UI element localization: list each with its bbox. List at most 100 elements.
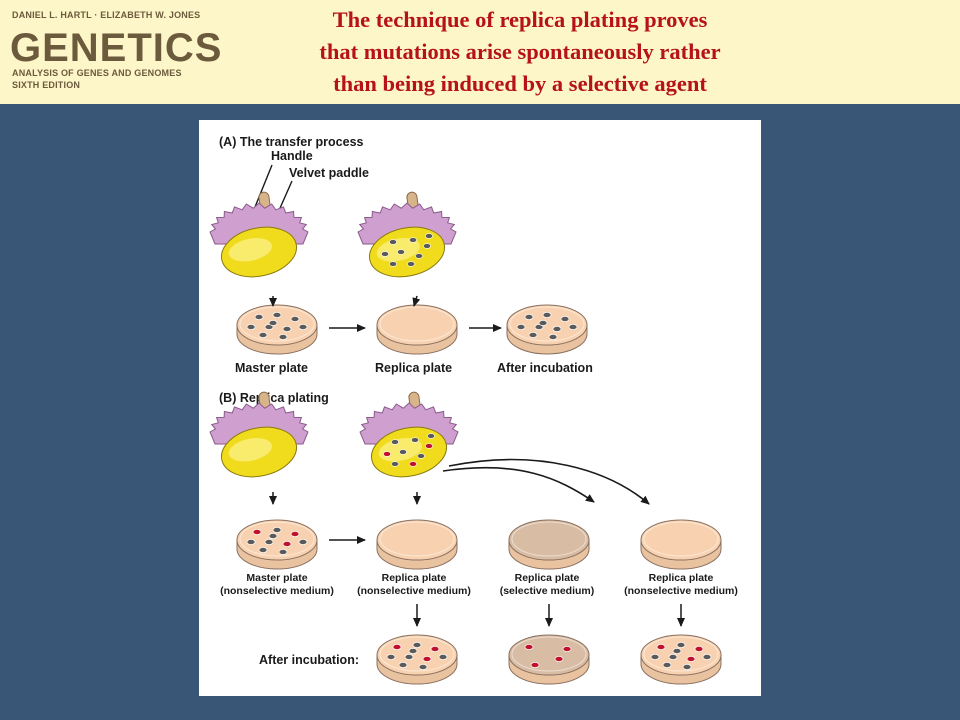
gray-colony: [264, 539, 274, 545]
plate-b1-medium: (nonselective medium): [220, 585, 334, 597]
plate-b3-title: Replica plate: [515, 572, 580, 584]
panel-b-heading: (B) Replica plating: [219, 391, 329, 405]
paddle-highlight: [228, 438, 272, 462]
plate-b1-title: Master plate: [246, 572, 307, 584]
gray-colony: [528, 332, 538, 338]
logo-book-title: GENETICS: [10, 26, 222, 70]
gray-colony: [298, 324, 308, 330]
gray-colony: [427, 433, 435, 439]
transfer-arrow-nonselective: [448, 458, 650, 505]
red-colony: [290, 531, 300, 537]
red-colony: [562, 646, 572, 652]
after-incubation-b-label: After incubation:: [259, 653, 359, 667]
gray-colony: [542, 312, 552, 318]
agar-surface: [508, 519, 590, 561]
gray-colony: [391, 461, 399, 467]
gray-colony: [438, 654, 448, 660]
velvet-paddle-clean: [209, 191, 309, 278]
gray-colony: [412, 642, 422, 648]
gray-colony: [391, 439, 399, 445]
dish-rim: [643, 521, 719, 557]
gray-colony: [282, 326, 292, 332]
logo-subtitle: ANALYSIS OF GENES AND GENOMES: [12, 68, 182, 78]
gray-colony: [650, 654, 660, 660]
gray-colony: [423, 243, 431, 249]
gray-colony: [399, 449, 407, 455]
gray-colony: [381, 251, 389, 257]
velvet-paddle-clean-b: [209, 391, 309, 478]
agar-surface: [508, 634, 590, 676]
dish-rim: [511, 636, 587, 672]
red-colony: [422, 656, 432, 662]
gray-colony: [568, 324, 578, 330]
red-colony: [383, 451, 391, 457]
gray-colony: [409, 237, 417, 243]
gray-colony: [408, 648, 418, 654]
gray-colony: [278, 549, 288, 555]
replica-plate-label: Replica plate: [375, 361, 452, 375]
gray-colony: [415, 253, 423, 259]
plate-b4-title: Replica plate: [649, 572, 714, 584]
dish-rim: [379, 306, 455, 342]
red-colony: [392, 644, 402, 650]
figure-canvas: (A) The transfer process Handle Velvet p…: [209, 135, 738, 685]
incubated-plate-nonselective-2: [640, 634, 722, 685]
gray-colony: [298, 539, 308, 545]
panel-a-heading: (A) The transfer process: [219, 135, 364, 149]
gray-colony: [676, 642, 686, 648]
gray-colony: [560, 316, 570, 322]
gray-colony: [389, 261, 397, 267]
gray-colony: [272, 312, 282, 318]
agar-surface: [640, 519, 722, 561]
velvet-paddle-with-red-colonies: [359, 391, 459, 478]
velvet-paddle-with-colonies: [357, 191, 457, 278]
gray-colony: [254, 314, 264, 320]
gray-colony: [548, 334, 558, 340]
gray-colony: [702, 654, 712, 660]
red-colony: [430, 646, 440, 652]
gray-colony: [278, 334, 288, 340]
gray-colony: [290, 316, 300, 322]
gray-colony: [418, 664, 428, 670]
red-colony: [656, 644, 666, 650]
gray-colony: [682, 664, 692, 670]
gray-colony: [538, 320, 548, 326]
master-plate-b: [236, 519, 318, 570]
gray-colony: [552, 326, 562, 332]
plate-b2-title: Replica plate: [382, 572, 447, 584]
title-line-2: that mutations arise spontaneously rathe…: [319, 39, 721, 64]
gray-colony: [258, 547, 268, 553]
gray-colony: [258, 332, 268, 338]
dish-rim: [511, 521, 587, 557]
gray-colony: [398, 662, 408, 668]
red-colony: [694, 646, 704, 652]
after-incubation-plate: [506, 304, 588, 355]
gray-colony: [425, 233, 433, 239]
logo-edition: SIXTH EDITION: [12, 80, 80, 90]
incubated-plate-selective: [508, 634, 590, 685]
red-colony: [409, 461, 417, 467]
gray-colony: [246, 539, 256, 545]
red-colony: [425, 443, 433, 449]
plate-b2-medium: (nonselective medium): [357, 585, 471, 597]
replica-plate-nonselective: [376, 519, 458, 570]
red-colony: [686, 656, 696, 662]
gray-colony: [407, 261, 415, 267]
red-colony: [524, 644, 534, 650]
gray-colony: [246, 324, 256, 330]
replica-plate-selective: [508, 519, 590, 570]
gray-colony: [672, 648, 682, 654]
slide-title: The technique of replica plating proves …: [250, 4, 790, 100]
dish-rim: [379, 636, 455, 672]
after-incubation-label: After incubation: [497, 361, 593, 375]
gray-colony: [268, 533, 278, 539]
agar-surface: [376, 519, 458, 561]
paddle-highlight: [228, 238, 272, 262]
handle-label: Handle: [271, 149, 313, 163]
replica-plating-figure: (A) The transfer process Handle Velvet p…: [199, 120, 761, 696]
title-line-3: than being induced by a selective agent: [333, 71, 707, 96]
red-colony: [252, 529, 262, 535]
red-colony: [282, 541, 292, 547]
handle-pointer: [252, 164, 273, 213]
velvet-paddle-label: Velvet paddle: [289, 166, 369, 180]
